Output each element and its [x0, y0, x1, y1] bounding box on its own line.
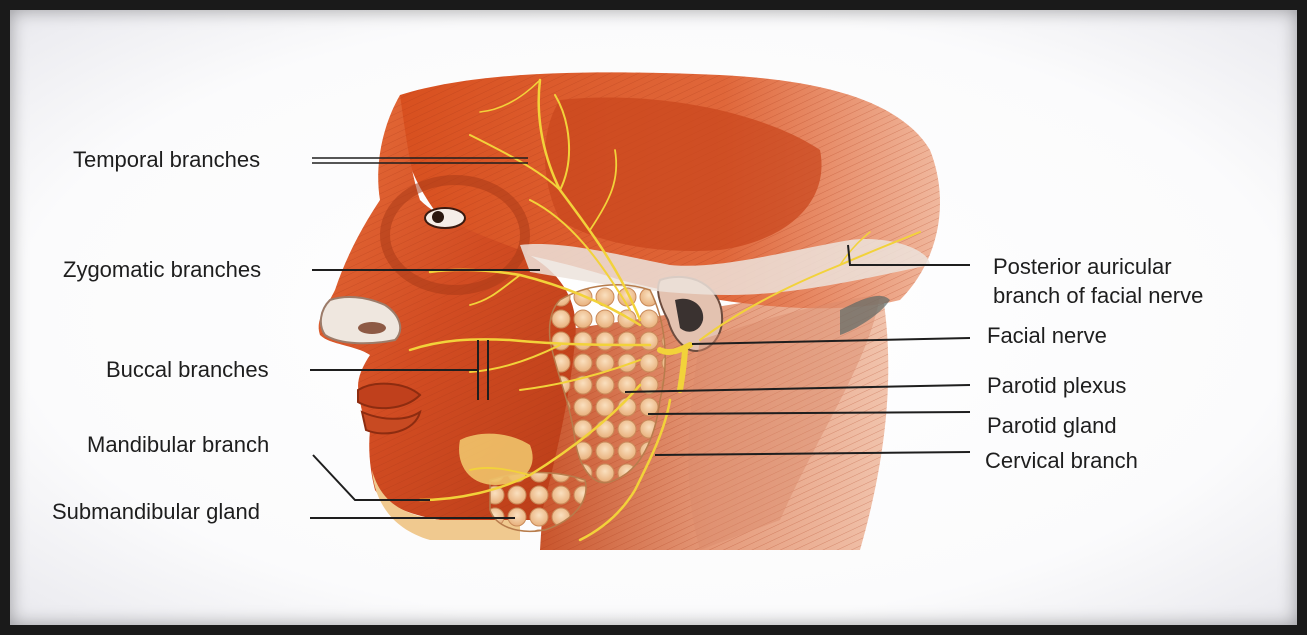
- label-posterior-auricular-line1: Posterior auricular: [993, 254, 1172, 280]
- label-submandibular-gland: Submandibular gland: [52, 499, 260, 525]
- label-facial-nerve: Facial nerve: [987, 323, 1107, 349]
- label-cervical-branch: Cervical branch: [985, 448, 1138, 474]
- iris: [432, 211, 444, 223]
- label-parotid-gland: Parotid gland: [987, 413, 1117, 439]
- eye: [425, 208, 465, 228]
- label-parotid-plexus: Parotid plexus: [987, 373, 1126, 399]
- nostril: [358, 322, 386, 334]
- label-zygomatic-branches: Zygomatic branches: [63, 257, 261, 283]
- label-posterior-auricular-line2: branch of facial nerve: [993, 283, 1203, 309]
- label-temporal-branches: Temporal branches: [73, 147, 260, 173]
- label-buccal-branches: Buccal branches: [106, 357, 269, 383]
- label-mandibular-branch: Mandibular branch: [87, 432, 269, 458]
